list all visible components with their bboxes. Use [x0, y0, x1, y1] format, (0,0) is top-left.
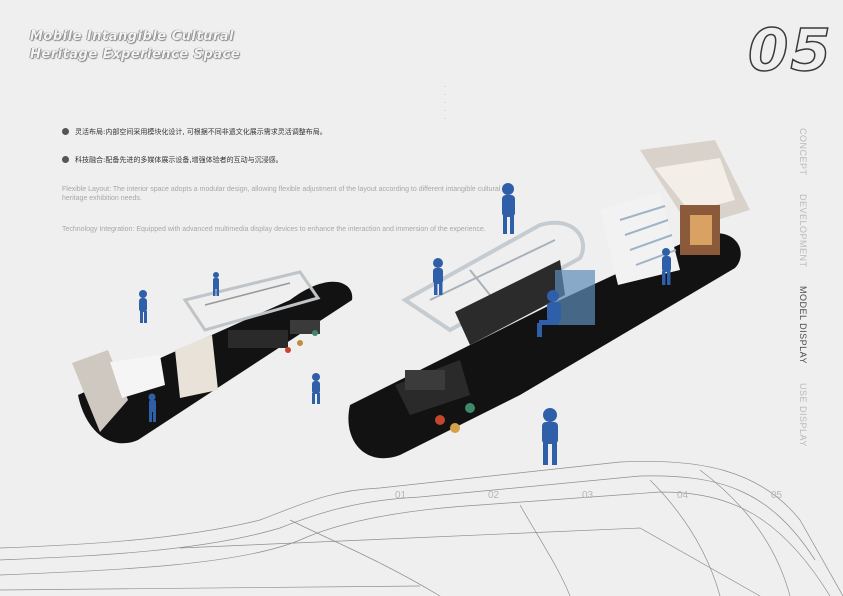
section-marker-01[interactable]: 01	[395, 490, 407, 501]
bullet-dot-icon	[62, 128, 69, 135]
bullet-item: 灵活布局:内部空间采用模块化设计, 可根据不同非遗文化展示需求灵活调整布局。	[62, 127, 327, 137]
side-nav-development[interactable]: DEVELOPMENT	[798, 194, 808, 268]
section-marker-04[interactable]: 04	[677, 490, 689, 501]
visitor-figures	[139, 183, 671, 465]
left-module	[72, 270, 353, 444]
english-description: Technology Integration: Equipped with ad…	[62, 226, 486, 233]
page-title: Mobile Intangible Cultural Heritage Expe…	[30, 28, 240, 64]
side-nav-model-display[interactable]: MODEL DISPLAY	[798, 286, 808, 365]
side-nav-concept[interactable]: CONCEPT	[798, 128, 808, 176]
bullet-item: 科技融合:配备先进的多媒体展示设备,增强体验者的互动与沉浸感。	[62, 155, 283, 165]
bullet-text: 灵活布局:内部空间采用模块化设计, 可根据不同非遗文化展示需求灵活调整布局。	[75, 128, 327, 136]
right-module	[348, 140, 750, 459]
page-number: 05	[747, 16, 833, 84]
section-marker-03[interactable]: 03	[582, 490, 594, 501]
side-nav: CONCEPT DEVELOPMENT MODEL DISPLAY USE DI…	[798, 128, 814, 448]
english-description: Flexible Layout: The interior space adop…	[62, 186, 501, 202]
dotted-divider: ·····	[444, 84, 446, 122]
bullet-dot-icon	[62, 156, 69, 163]
section-marker-02[interactable]: 02	[488, 490, 500, 501]
section-marker-05[interactable]: 05	[771, 490, 783, 501]
bullet-text: 科技融合:配备先进的多媒体展示设备,增强体验者的互动与沉浸感。	[75, 156, 283, 164]
side-nav-use-display[interactable]: USE DISPLAY	[798, 383, 808, 447]
title-line-2: Heritage Experience Space	[30, 47, 241, 62]
wireframe-outline	[0, 460, 843, 596]
title-line-1: Mobile Intangible Cultural	[30, 29, 234, 44]
